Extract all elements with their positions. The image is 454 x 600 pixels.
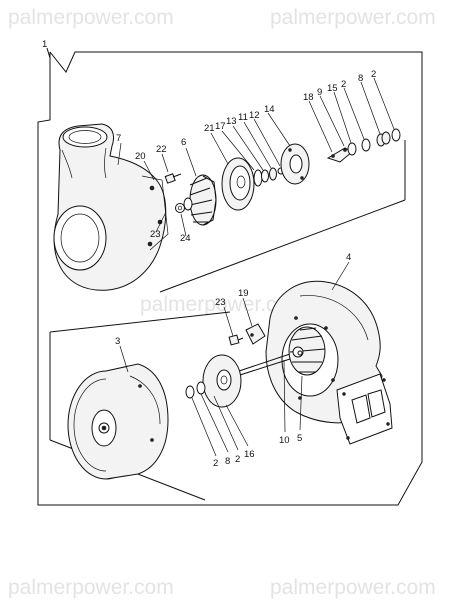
snap-ring-2-outer	[391, 128, 401, 142]
label-15: 15	[327, 83, 338, 94]
watermark-middle: palmerpower.com	[140, 293, 306, 316]
snap-ring-2-lower-a	[185, 385, 195, 399]
label-23: 23	[215, 297, 226, 308]
label-2-upper-a: 2	[341, 79, 346, 90]
compressor-wheel	[183, 174, 217, 226]
label-4: 4	[346, 252, 351, 263]
label-22: 22	[156, 144, 167, 155]
bolt-23	[228, 334, 244, 346]
label-3: 3	[115, 336, 120, 347]
upper-panel-divider	[159, 140, 406, 293]
seal-plate	[221, 157, 255, 211]
part-number-labels: 7 6 21 17 13 11 12 14 20 22 23 24 18 9 1…	[115, 69, 376, 469]
heat-shroud	[202, 354, 242, 408]
label-14: 14	[264, 104, 275, 115]
label-11: 11	[238, 112, 248, 123]
piston-ring-8-lower	[196, 381, 206, 395]
compressor-housing	[53, 123, 169, 291]
label-9: 9	[317, 87, 322, 98]
label-23-upper: 23	[150, 229, 161, 240]
assembly-frame	[37, 47, 423, 506]
lower-leader-lines	[119, 261, 350, 457]
label-8-upper: 8	[358, 73, 363, 84]
snap-ring-15	[347, 142, 357, 156]
watermark-bottom-left: palmerpower.com	[8, 576, 174, 599]
label-20: 20	[135, 151, 146, 162]
label-18: 18	[303, 92, 314, 103]
label-10: 10	[279, 435, 290, 446]
upper-leader-lines	[117, 77, 395, 237]
label-12: 12	[249, 110, 260, 121]
label-assembly: 1	[42, 39, 47, 50]
seal-ring-17	[253, 169, 263, 187]
label-19: 19	[238, 288, 249, 299]
label-24: 24	[180, 233, 191, 244]
label-2-lower-a: 2	[213, 458, 218, 469]
label-6: 6	[181, 137, 186, 148]
watermark-top-left: palmerpower.com	[8, 6, 174, 29]
label-16: 16	[244, 449, 255, 460]
label-5: 5	[297, 433, 302, 444]
thrust-collar-11	[269, 167, 277, 181]
label-8-lower: 8	[225, 456, 230, 467]
lock-plate-19	[245, 323, 266, 345]
journal-bearing-8-upper	[376, 131, 391, 147]
label-13: 13	[226, 116, 237, 127]
thrust-bearing	[280, 143, 310, 185]
label-2-lower-b: 2	[235, 454, 240, 465]
nut-24	[175, 203, 185, 213]
label-17: 17	[215, 121, 226, 132]
label-7: 7	[116, 133, 121, 144]
bolt-22	[164, 173, 182, 184]
watermark-bottom-right: palmerpower.com	[270, 576, 436, 599]
center-bearing-housing	[67, 363, 169, 480]
watermark-top-right: palmerpower.com	[270, 6, 436, 29]
label-21: 21	[204, 123, 215, 134]
insert-13	[261, 169, 269, 183]
snap-ring-2-upper	[361, 138, 371, 152]
label-2-upper-b: 2	[371, 69, 376, 80]
